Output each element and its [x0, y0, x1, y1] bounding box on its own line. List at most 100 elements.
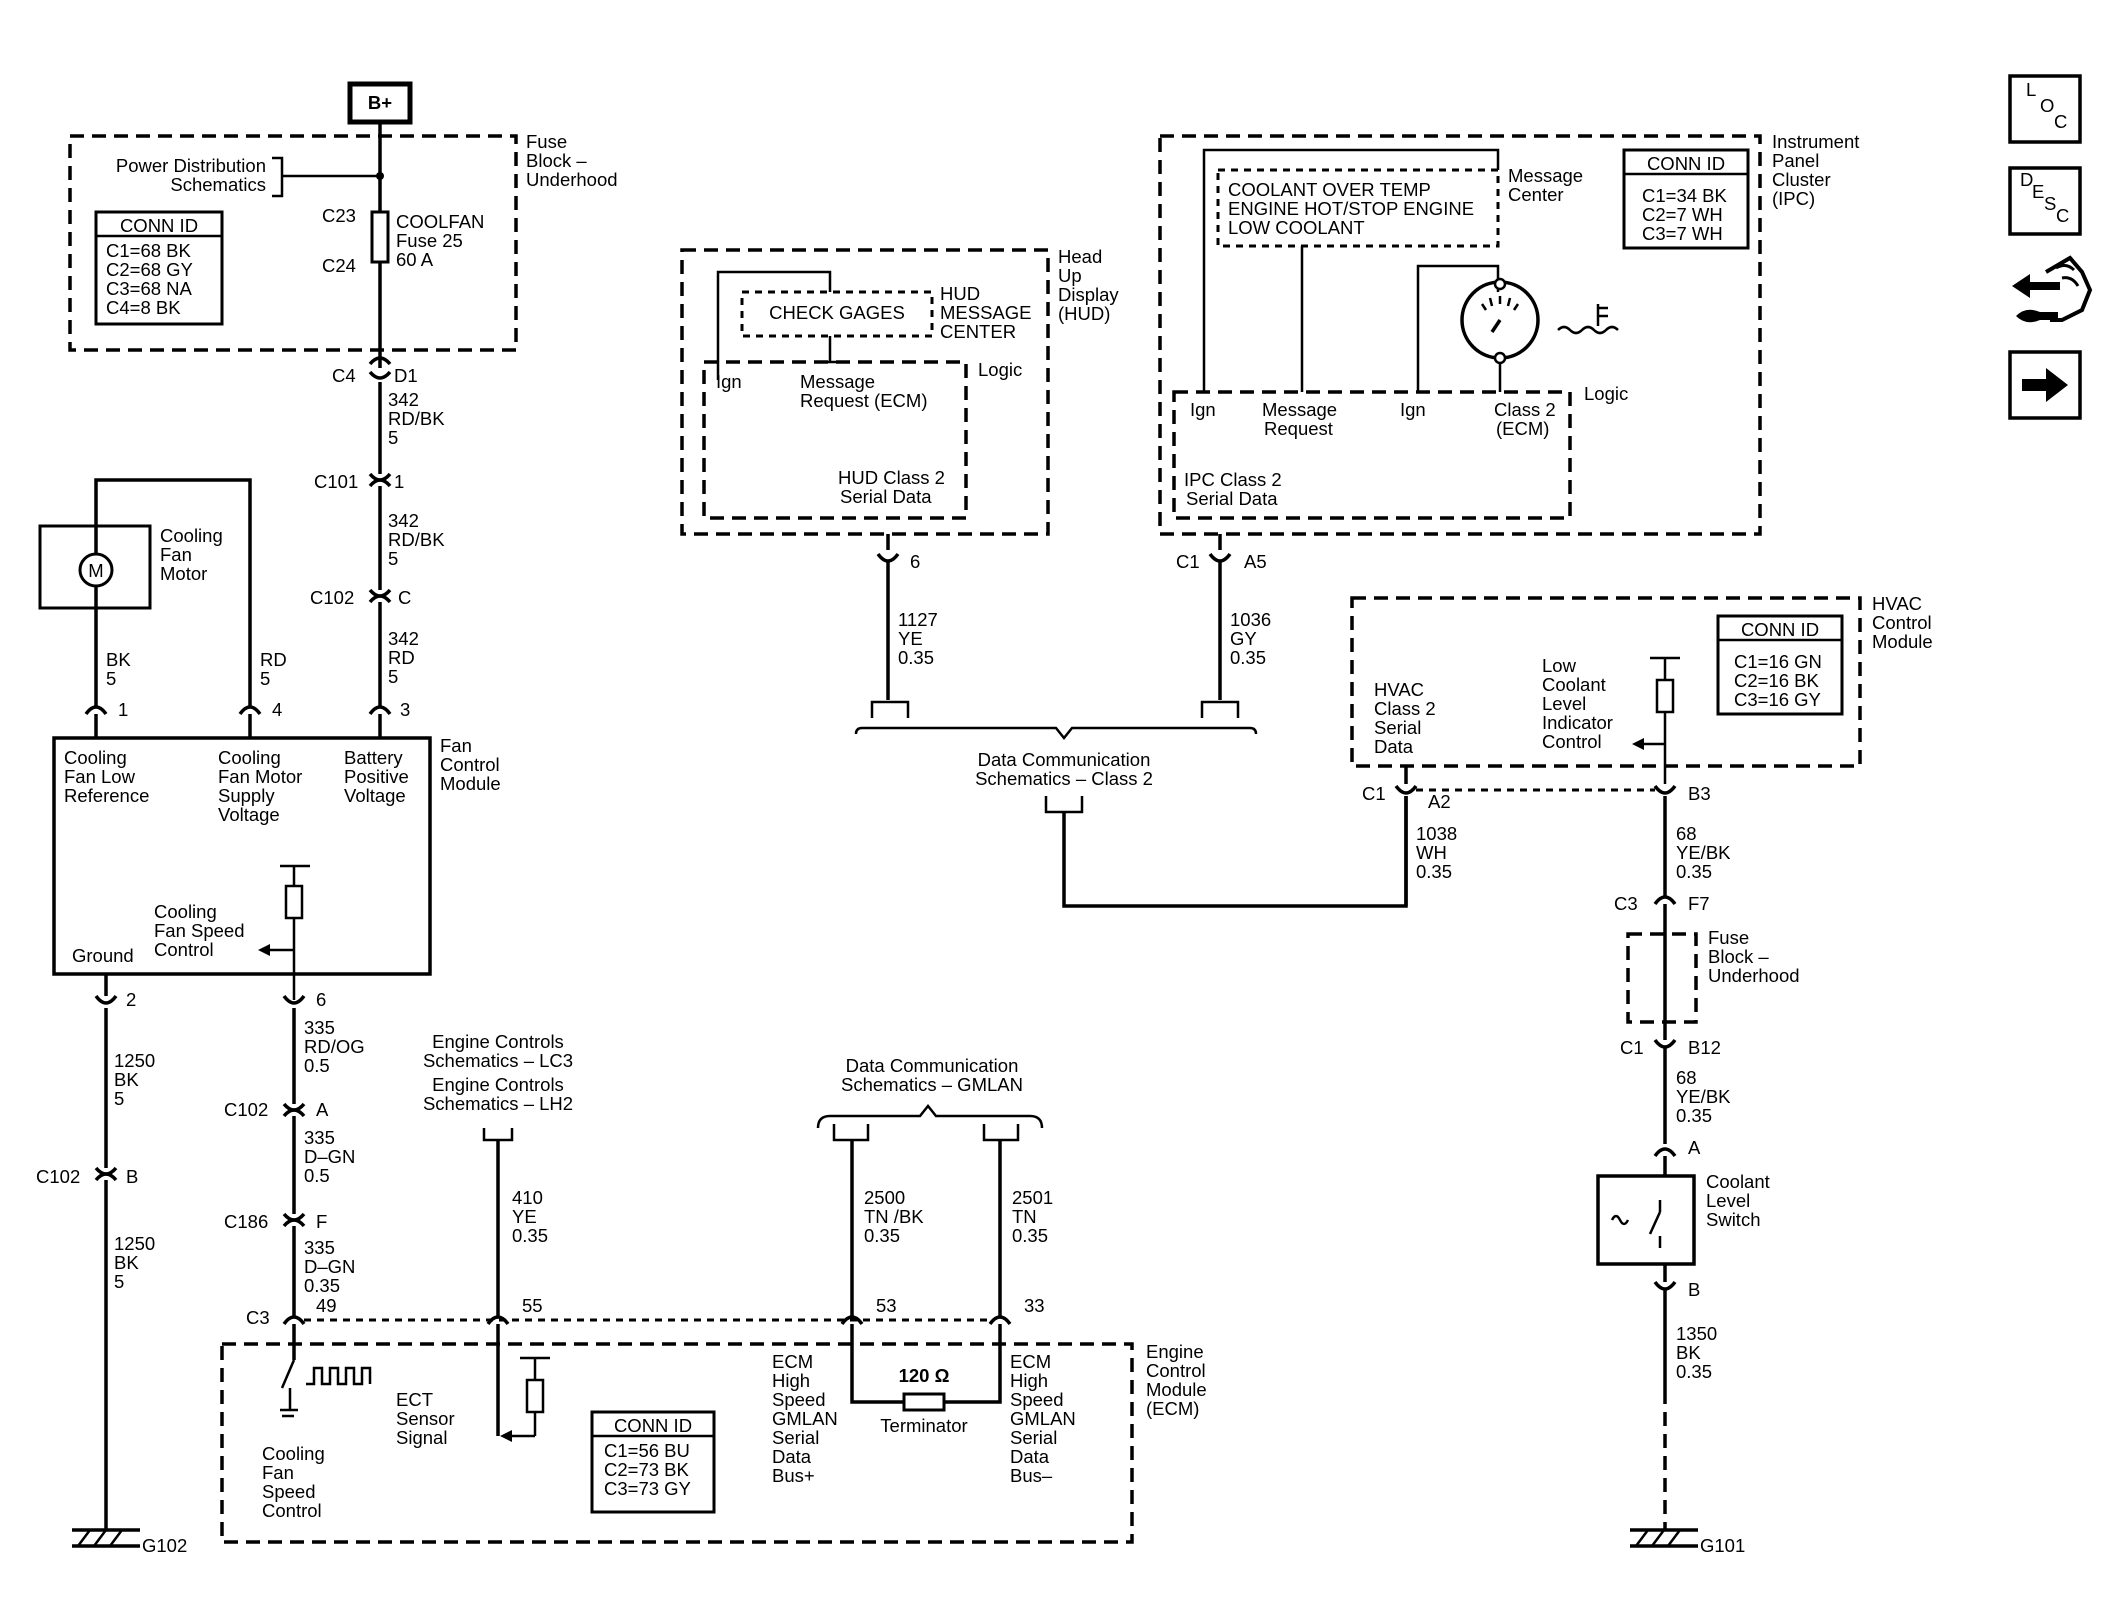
svg-text:F: F [316, 1211, 327, 1232]
svg-text:Ign: Ign [1190, 399, 1216, 420]
svg-text:C102: C102 [36, 1166, 80, 1187]
svg-text:YE/BK: YE/BK [1676, 842, 1731, 863]
svg-text:Request: Request [1264, 418, 1333, 439]
svg-text:0.35: 0.35 [1012, 1225, 1048, 1246]
svg-text:RD: RD [388, 647, 415, 668]
svg-text:6: 6 [316, 989, 326, 1010]
svg-text:Level: Level [1542, 693, 1586, 714]
svg-text:B: B [126, 1166, 138, 1187]
svg-text:2501: 2501 [1012, 1187, 1053, 1208]
svg-text:0.35: 0.35 [1676, 1361, 1712, 1382]
hvac-outline [1350, 596, 1862, 768]
svg-text:Engine: Engine [1146, 1341, 1204, 1362]
svg-text:68: 68 [1676, 823, 1697, 844]
svg-text:A5: A5 [1244, 551, 1267, 572]
switch-symbol-icon [1610, 1200, 1662, 1248]
svg-text:335: 335 [304, 1017, 335, 1038]
svg-text:C1=16 GN: C1=16 GN [1734, 651, 1822, 672]
next-arrow-icon[interactable] [2008, 350, 2082, 420]
svg-text:Message: Message [800, 371, 875, 392]
svg-text:Cooling: Cooling [262, 1443, 325, 1464]
svg-text:CONN ID: CONN ID [1741, 619, 1819, 640]
svg-text:C2=73 BK: C2=73 BK [604, 1459, 690, 1480]
diagnostic-icon[interactable] [2012, 255, 2093, 323]
svg-text:C102: C102 [310, 587, 354, 608]
svg-text:Schematics – Class 2: Schematics – Class 2 [975, 768, 1153, 789]
svg-text:Logic: Logic [978, 359, 1022, 380]
ecm-conn-id-box [590, 1410, 716, 1514]
c24-label: C24 [322, 255, 356, 276]
svg-text:Underhood: Underhood [1708, 965, 1800, 986]
svg-text:Block –: Block – [1708, 946, 1769, 967]
svg-text:Fuse: Fuse [526, 131, 567, 152]
svg-text:0.35: 0.35 [1676, 1105, 1712, 1126]
svg-text:55: 55 [522, 1295, 543, 1316]
coolant-temp-symbol-icon [1557, 304, 1619, 335]
svg-text:F7: F7 [1688, 893, 1710, 914]
svg-text:5: 5 [114, 1271, 124, 1292]
svg-text:High: High [1010, 1370, 1048, 1391]
svg-text:Serial: Serial [772, 1427, 819, 1448]
svg-text:C: C [2054, 111, 2067, 132]
svg-text:YE/BK: YE/BK [1676, 1086, 1731, 1107]
svg-text:High: High [772, 1370, 810, 1391]
svg-text:C101: C101 [314, 471, 358, 492]
svg-text:Level: Level [1706, 1190, 1750, 1211]
svg-text:Data: Data [1010, 1446, 1050, 1467]
wire-rd-5: RD5 [260, 649, 287, 689]
hud-outline [680, 248, 1050, 536]
svg-text:HVAC: HVAC [1872, 593, 1922, 614]
svg-text:0.35: 0.35 [864, 1225, 900, 1246]
svg-text:C186: C186 [224, 1211, 268, 1232]
svg-text:Head: Head [1058, 246, 1102, 267]
svg-text:2: 2 [126, 989, 136, 1010]
svg-text:0.35: 0.35 [1676, 861, 1712, 882]
svg-text:Engine Controls: Engine Controls [432, 1031, 564, 1052]
svg-text:6: 6 [910, 551, 920, 572]
svg-text:342: 342 [388, 628, 419, 649]
svg-text:0.35: 0.35 [898, 647, 934, 668]
svg-text:C3=16 GY: C3=16 GY [1734, 689, 1821, 710]
svg-text:C2=68 GY: C2=68 GY [106, 259, 193, 280]
svg-text:C: C [2056, 205, 2069, 226]
svg-text:Fan Low: Fan Low [64, 766, 136, 787]
svg-text:TN: TN [1012, 1206, 1037, 1227]
svg-text:RD/BK: RD/BK [388, 408, 445, 429]
svg-text:RD/BK: RD/BK [388, 529, 445, 550]
svg-text:HUD Class 2: HUD Class 2 [838, 467, 945, 488]
svg-text:Fan: Fan [160, 544, 192, 565]
svg-text:Fan: Fan [262, 1462, 294, 1483]
svg-text:Fuse: Fuse [1708, 927, 1749, 948]
svg-text:Control: Control [262, 1500, 322, 1521]
svg-text:C4: C4 [332, 365, 356, 386]
svg-text:Display: Display [1058, 284, 1119, 305]
ground-g102-icon [72, 1528, 140, 1548]
svg-text:C1=56 BU: C1=56 BU [604, 1440, 690, 1461]
svg-text:(ECM): (ECM) [1146, 1398, 1199, 1419]
svg-text:Control: Control [154, 939, 214, 960]
svg-text:RD/OG: RD/OG [304, 1036, 365, 1057]
svg-text:Motor: Motor [160, 563, 207, 584]
svg-text:Cooling: Cooling [154, 901, 217, 922]
svg-text:1: 1 [118, 699, 128, 720]
svg-text:A2: A2 [1428, 791, 1451, 812]
svg-text:Reference: Reference [64, 785, 149, 806]
svg-text:Class 2: Class 2 [1494, 399, 1556, 420]
fuse-block-outline [68, 134, 518, 352]
loc-icon[interactable]: LOC [2008, 74, 2082, 144]
